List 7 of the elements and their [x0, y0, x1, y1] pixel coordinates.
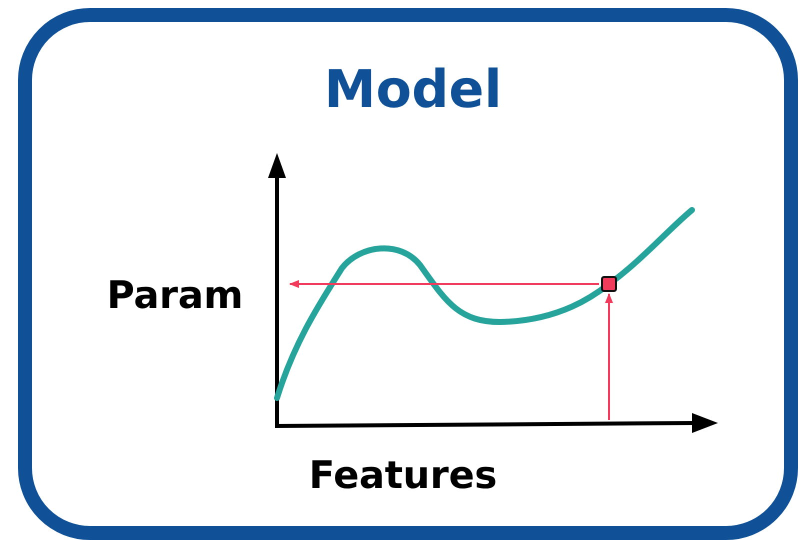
model-panel — [18, 8, 798, 540]
axis-label: Features — [308, 453, 498, 497]
panel-title: Model — [324, 60, 502, 120]
arrow — [605, 293, 613, 420]
arrow — [289, 280, 599, 288]
data-point — [601, 276, 617, 292]
axis-label: Param — [106, 273, 244, 317]
